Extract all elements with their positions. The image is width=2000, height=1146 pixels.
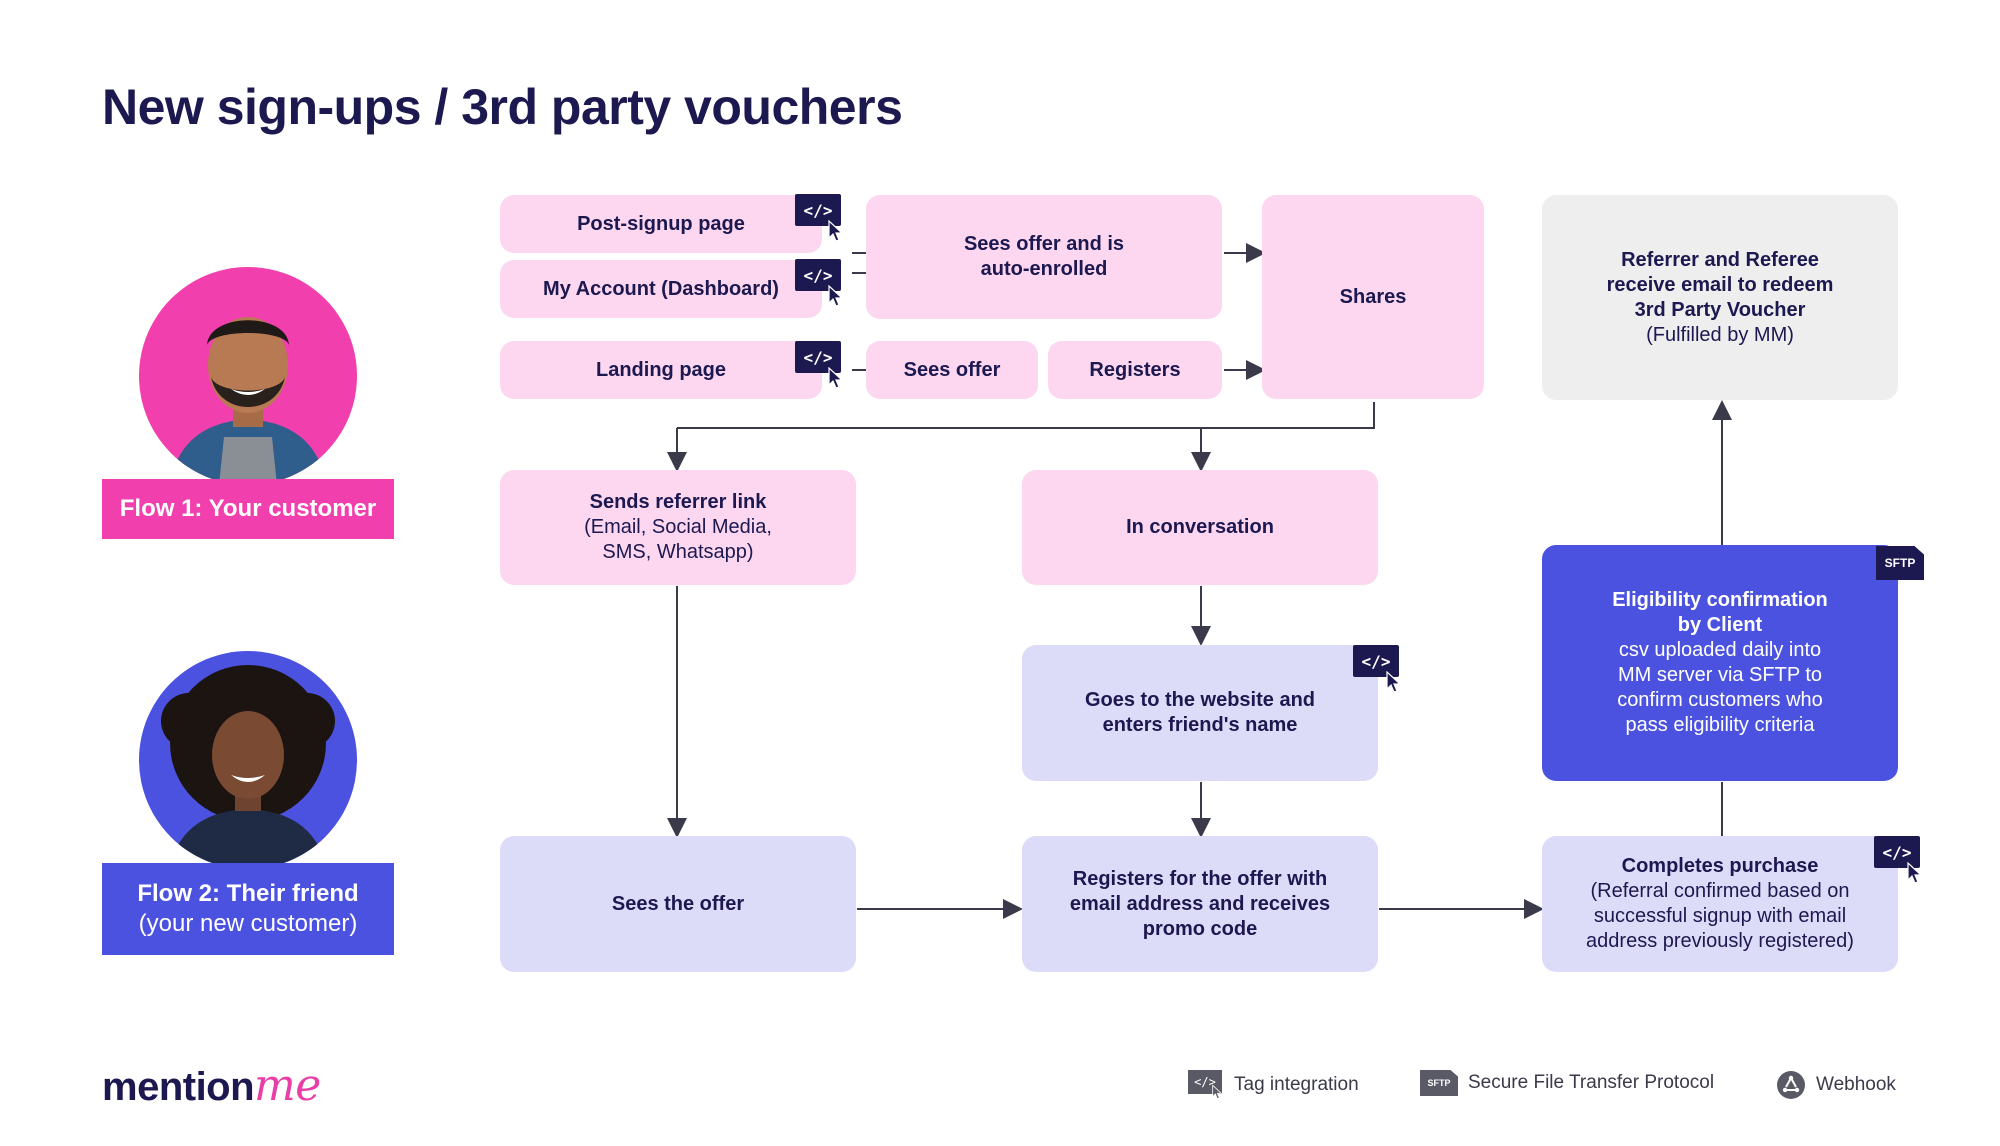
node-label-line: SMS, Whatsapp) bbox=[602, 541, 754, 563]
cursor-icon bbox=[1386, 671, 1402, 693]
legend-sftp-text: Secure File Transfer Protocol bbox=[1468, 1072, 1715, 1093]
node-shares: Shares bbox=[1262, 195, 1484, 399]
legend-webhook: Webhook bbox=[1776, 1070, 1896, 1100]
page-title: New sign-ups / 3rd party vouchers bbox=[102, 79, 903, 135]
legend-sftp: SFTP Secure File Transfer Protocol bbox=[1420, 1070, 1714, 1096]
node-label: Sees offer bbox=[903, 358, 1001, 381]
cursor-icon bbox=[1212, 1084, 1223, 1100]
node-registers-for-offer: Registers for the offer with email addre… bbox=[1022, 836, 1378, 972]
node-goes-to-website: Goes to the website and enters friend's … bbox=[1022, 645, 1378, 781]
node-sends-referrer-link: Sends referrer link (Email, Social Media… bbox=[500, 470, 856, 585]
node-label: Registers bbox=[1089, 358, 1181, 381]
connector-shares-down bbox=[677, 402, 1375, 429]
flow2-label-text: Flow 2: Their friend bbox=[137, 880, 359, 907]
node-sees-the-offer: Sees the offer bbox=[500, 836, 856, 972]
code-tag-icon: </> bbox=[1874, 836, 1920, 868]
node-sees-offer: Sees offer bbox=[866, 341, 1038, 399]
node-label-line: Eligibility confirmation bbox=[1612, 589, 1828, 611]
node-referrer-email: Referrer and Referee receive email to re… bbox=[1542, 195, 1898, 400]
node-label: In conversation bbox=[1126, 516, 1274, 538]
code-tag-icon: </> bbox=[795, 259, 841, 291]
mention-me-logo: mentionme bbox=[102, 1060, 321, 1111]
node-label-line: (Fulfilled by MM) bbox=[1646, 323, 1794, 346]
node-label-line: Completes purchase bbox=[1621, 855, 1819, 877]
cursor-icon bbox=[1907, 862, 1923, 884]
node-my-account: My Account (Dashboard) bbox=[500, 260, 822, 318]
sftp-file-icon: SFTP bbox=[1876, 546, 1924, 580]
cursor-icon bbox=[828, 285, 844, 307]
node-label-line: MM server via SFTP to bbox=[1617, 664, 1823, 686]
avatar-flow2 bbox=[139, 651, 357, 869]
node-completes-purchase: Completes purchase (Referral confirmed b… bbox=[1542, 836, 1898, 972]
node-registers: Registers bbox=[1048, 341, 1222, 399]
node-label-line: enters friend's name bbox=[1102, 714, 1298, 736]
node-label: Landing page bbox=[596, 358, 726, 381]
node-label-line: csv uploaded daily into bbox=[1618, 639, 1822, 661]
avatar-flow1 bbox=[139, 267, 357, 485]
node-label-line: Sees offer and is bbox=[963, 233, 1125, 255]
node-landing-page: Landing page bbox=[500, 341, 822, 399]
node-label-line: pass eligibility criteria bbox=[1625, 714, 1815, 736]
legend-webhook-text: Webhook bbox=[1816, 1074, 1896, 1095]
node-label-line: Goes to the website and bbox=[1084, 689, 1316, 711]
node-label-line: promo code bbox=[1142, 917, 1258, 940]
logo-main-text: mention bbox=[102, 1065, 255, 1109]
node-eligibility-confirmation: Eligibility confirmation by Client csv u… bbox=[1542, 545, 1898, 781]
node-sees-offer-enrolled: Sees offer and is auto-enrolled bbox=[866, 195, 1222, 319]
code-tag-icon: </> bbox=[795, 341, 841, 373]
node-label-line: successful signup with email bbox=[1593, 905, 1847, 927]
node-label-line: by Client bbox=[1677, 614, 1763, 636]
node-label-line: Registers for the offer with bbox=[1072, 867, 1328, 890]
sftp-file-icon: SFTP bbox=[1420, 1070, 1458, 1096]
node-label-line: email address and receives bbox=[1069, 892, 1331, 915]
node-label: Sees the offer bbox=[611, 892, 745, 915]
node-label-line: auto-enrolled bbox=[980, 258, 1108, 280]
node-label-line: 3rd Party Voucher bbox=[1634, 298, 1806, 321]
cursor-icon bbox=[828, 367, 844, 389]
node-label-line: receive email to redeem bbox=[1606, 273, 1834, 296]
node-in-conversation: In conversation bbox=[1022, 470, 1378, 585]
node-label: Shares bbox=[1339, 285, 1407, 308]
node-post-signup: Post-signup page bbox=[500, 195, 822, 253]
node-label-line: confirm customers who bbox=[1617, 689, 1823, 711]
cursor-icon bbox=[828, 220, 844, 242]
legend-tag-integration: </> Tag integration bbox=[1188, 1070, 1359, 1100]
code-tag-icon: </> bbox=[795, 194, 841, 226]
node-label-line: Referrer and Referee bbox=[1621, 248, 1819, 271]
flow1-label: Flow 1: Your customer bbox=[102, 479, 394, 539]
flow2-label: Flow 2: Their friend (your new customer) bbox=[102, 863, 394, 955]
node-label: My Account (Dashboard) bbox=[543, 277, 779, 300]
node-label-line: Sends referrer link bbox=[589, 491, 767, 513]
node-label: Post-signup page bbox=[577, 212, 745, 235]
node-label-line: (Referral confirmed based on bbox=[1590, 880, 1850, 902]
flow2-sublabel-text: (your new customer) bbox=[138, 910, 358, 937]
node-label-line: address previously registered) bbox=[1586, 930, 1854, 952]
webhook-icon bbox=[1777, 1071, 1805, 1099]
flow1-label-text: Flow 1: Your customer bbox=[119, 495, 377, 522]
node-label-line: (Email, Social Media, bbox=[584, 516, 772, 538]
code-tag-icon: </> bbox=[1353, 645, 1399, 677]
logo-accent-text: me bbox=[254, 1060, 321, 1111]
legend-tag-text: Tag integration bbox=[1234, 1074, 1359, 1095]
